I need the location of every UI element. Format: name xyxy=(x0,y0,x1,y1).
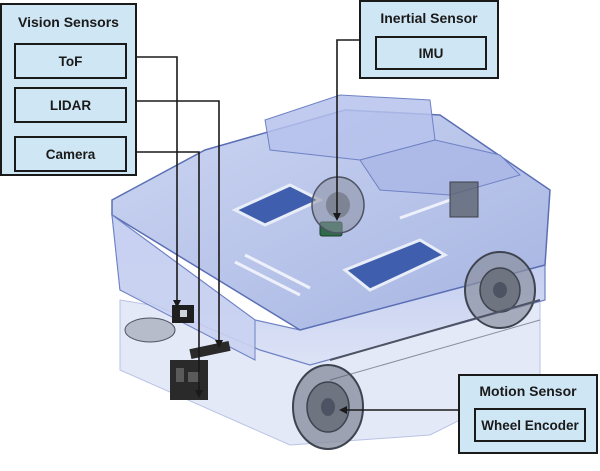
camera-label: Camera xyxy=(14,136,127,172)
lidar-label: LIDAR xyxy=(14,87,127,123)
imu-label: IMU xyxy=(375,36,487,70)
imu-connector xyxy=(336,39,360,215)
vision-sensors-group: Vision Sensors ToF LIDAR Camera xyxy=(0,3,137,176)
wheel-icon xyxy=(292,364,364,450)
camera-connector xyxy=(125,151,200,392)
wheel-encoder-label: Wheel Encoder xyxy=(474,408,586,442)
tof-connector xyxy=(125,56,178,302)
wheel-icon xyxy=(311,176,365,234)
inertial-sensor-title: Inertial Sensor xyxy=(380,10,478,26)
tof-label: ToF xyxy=(14,43,127,79)
solar-panel-icon xyxy=(342,238,449,292)
inertial-sensor-group: Inertial Sensor IMU xyxy=(359,0,499,79)
lidar-connector xyxy=(125,100,220,342)
motion-sensor-group: Motion Sensor Wheel Encoder xyxy=(458,374,598,454)
vision-sensors-title: Vision Sensors xyxy=(18,14,119,30)
motion-sensor-title: Motion Sensor xyxy=(479,383,577,399)
wheel-icon xyxy=(464,251,536,329)
